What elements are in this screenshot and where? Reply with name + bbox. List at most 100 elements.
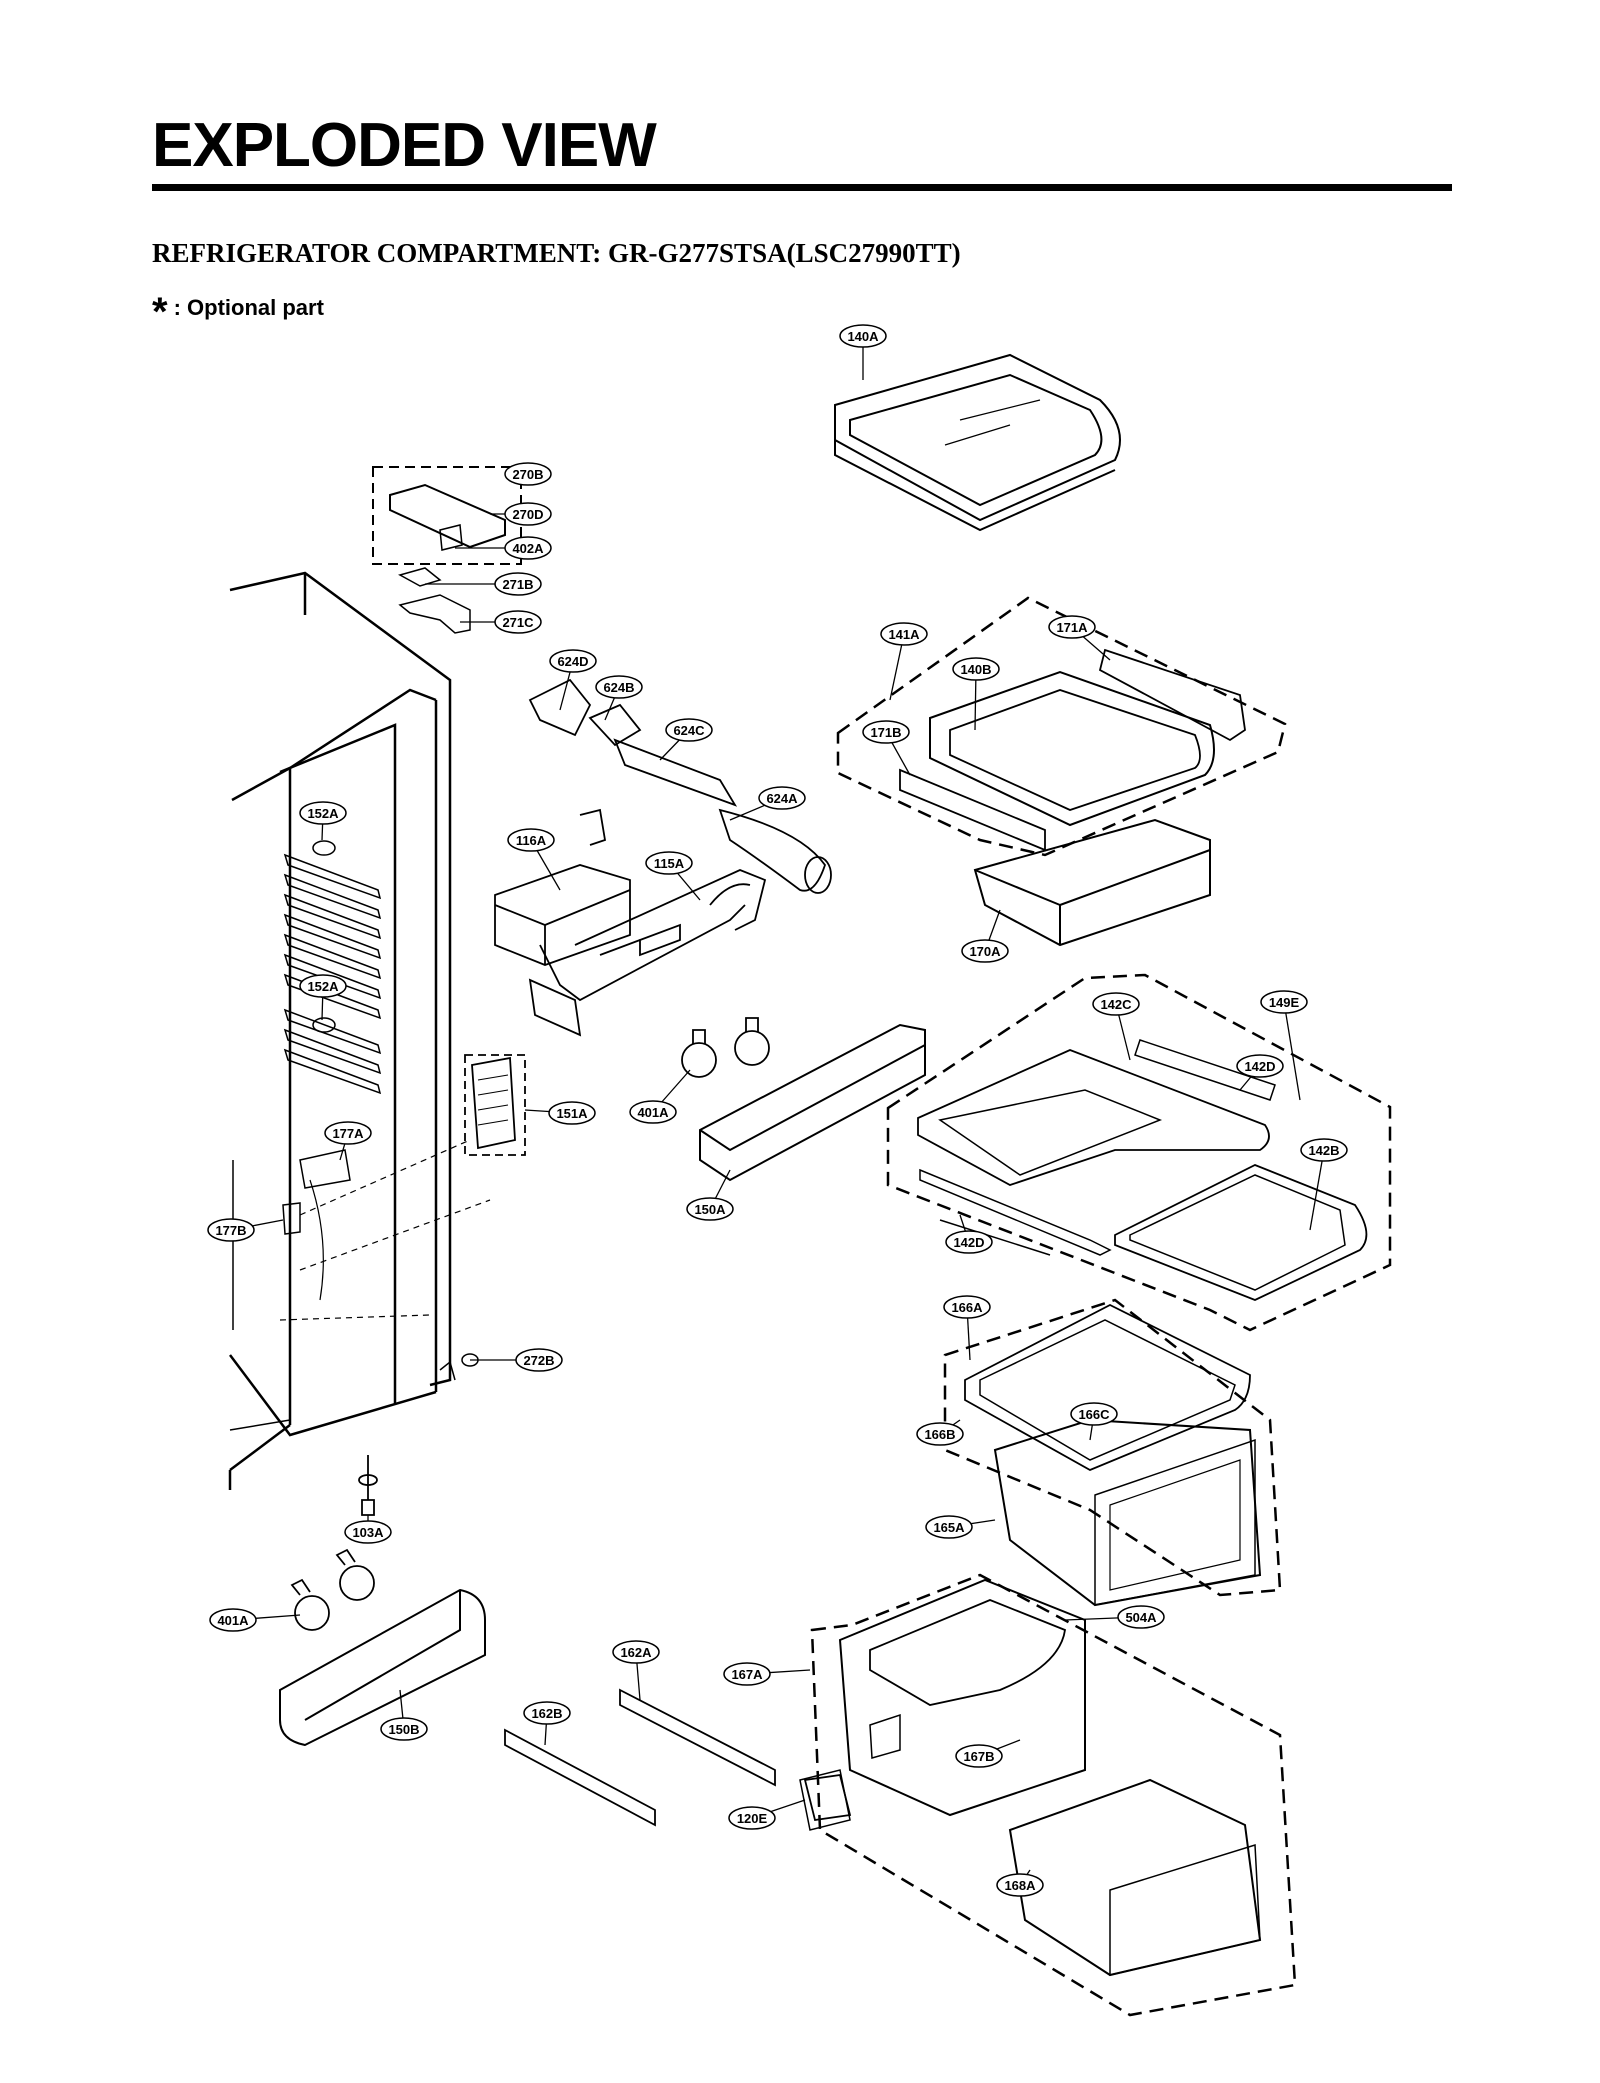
part-label: 170A bbox=[969, 944, 1001, 959]
part-label: 624D bbox=[557, 654, 588, 669]
part-label: 142C bbox=[1100, 997, 1132, 1012]
part-label: 165A bbox=[933, 1520, 965, 1535]
crisper-group-165 bbox=[943, 1298, 1282, 1607]
part-label: 151A bbox=[556, 1106, 588, 1121]
part-label: 142D bbox=[1244, 1059, 1275, 1074]
part-callout-oval bbox=[1300, 1138, 1348, 1162]
part-label: 177B bbox=[215, 1223, 246, 1238]
part-callout-oval bbox=[916, 1422, 964, 1446]
part-label: 168A bbox=[1004, 1878, 1036, 1893]
part-label: 624C bbox=[673, 723, 705, 738]
part-label: 171B bbox=[870, 725, 901, 740]
part-callout-oval bbox=[507, 828, 555, 852]
optional-asterisk: * bbox=[152, 290, 168, 334]
part-labels: 140A270B270D402A271B271C624D624B624C624A… bbox=[207, 324, 1348, 1897]
page-title: EXPLODED VIEW bbox=[152, 111, 657, 180]
part-label: 150A bbox=[694, 1202, 726, 1217]
part-callout-oval bbox=[955, 1744, 1003, 1768]
part-callout-oval bbox=[645, 851, 693, 875]
part-label: 162B bbox=[531, 1706, 562, 1721]
part-label: 162A bbox=[620, 1645, 652, 1660]
part-callout-oval bbox=[629, 1100, 677, 1124]
part-label: 140A bbox=[847, 329, 879, 344]
part-callout-oval bbox=[723, 1662, 771, 1686]
part-callout-oval bbox=[996, 1873, 1044, 1897]
part-callout-oval bbox=[665, 718, 713, 742]
part-callout-oval bbox=[494, 572, 542, 596]
part-callout-oval bbox=[494, 610, 542, 634]
part-callout-oval bbox=[1092, 992, 1140, 1016]
leader-line bbox=[1283, 1001, 1301, 1101]
part-label: 115A bbox=[654, 856, 685, 871]
part-label: 116A bbox=[516, 833, 547, 848]
part-label: 171A bbox=[1056, 620, 1088, 635]
diagram-subtitle: REFRIGERATOR COMPARTMENT: GR-G277STSA(LS… bbox=[152, 238, 961, 268]
light-bulbs-upper bbox=[681, 1017, 770, 1078]
drawer-group-167 bbox=[799, 1573, 1297, 2017]
part-callout-oval bbox=[549, 649, 597, 673]
light-bulbs-lower bbox=[290, 1548, 375, 1631]
part-label: 624B bbox=[603, 680, 634, 695]
part-callout-oval bbox=[945, 1230, 993, 1254]
part-label: 120E bbox=[737, 1811, 768, 1826]
shelf-group-141a bbox=[836, 596, 1287, 947]
part-callout-oval bbox=[209, 1608, 257, 1632]
part-callout-oval bbox=[595, 675, 643, 699]
part-callout-oval bbox=[504, 462, 552, 486]
part-label: 166C bbox=[1078, 1407, 1110, 1422]
part-label: 140B bbox=[960, 662, 991, 677]
part-label: 152A bbox=[307, 979, 339, 994]
part-callout-oval bbox=[862, 720, 910, 744]
part-label: 401A bbox=[637, 1105, 669, 1120]
part-label: 270D bbox=[512, 507, 543, 522]
part-callout-oval bbox=[380, 1717, 428, 1741]
part-label: 152A bbox=[307, 806, 339, 821]
part-callout-oval bbox=[839, 324, 887, 348]
part-callout-oval bbox=[961, 939, 1009, 963]
part-label: 504A bbox=[1125, 1610, 1157, 1625]
part-callout-oval bbox=[207, 1218, 255, 1242]
part-callout-oval bbox=[548, 1101, 596, 1125]
leader-line bbox=[1309, 1149, 1325, 1231]
lamp-cover-150b bbox=[279, 1588, 486, 1747]
grille-120e bbox=[803, 1773, 852, 1822]
rails-162 bbox=[504, 1688, 776, 1827]
control-bracket-group bbox=[494, 808, 767, 1037]
part-label: 271C bbox=[502, 615, 534, 630]
optional-part-note: *: Optional part bbox=[152, 290, 324, 335]
part-callout-oval bbox=[686, 1197, 734, 1221]
part-callout-oval bbox=[299, 801, 347, 825]
part-label: 401A bbox=[217, 1613, 249, 1628]
part-label: 270B bbox=[512, 467, 543, 482]
part-label: 167A bbox=[731, 1667, 763, 1682]
shelf-140a bbox=[834, 353, 1121, 532]
part-callout-oval bbox=[880, 622, 928, 646]
part-callout-oval bbox=[952, 657, 1000, 681]
part-callout-oval bbox=[1260, 990, 1308, 1014]
title-rule bbox=[152, 184, 1452, 191]
refrigerator-cabinet bbox=[228, 571, 491, 1490]
part-callout-oval bbox=[504, 536, 552, 560]
part-label: 166A bbox=[951, 1300, 983, 1315]
part-label: 167B bbox=[963, 1749, 994, 1764]
optional-note-text: : Optional part bbox=[173, 295, 324, 320]
part-callout-oval bbox=[612, 1640, 660, 1664]
part-label: 177A bbox=[332, 1126, 364, 1141]
part-label: 402A bbox=[512, 541, 544, 556]
lamp-cover-group bbox=[528, 678, 832, 894]
part-callout-oval bbox=[1070, 1402, 1118, 1426]
part-callout-oval bbox=[324, 1121, 372, 1145]
part-callout-oval bbox=[1117, 1605, 1165, 1629]
part-callout-oval bbox=[1236, 1054, 1284, 1078]
part-callout-oval bbox=[758, 786, 806, 810]
part-callout-oval bbox=[344, 1520, 392, 1544]
filter-cover bbox=[464, 1054, 526, 1156]
control-box-group bbox=[372, 466, 522, 634]
part-label: 142B bbox=[1308, 1143, 1339, 1158]
screw-103a bbox=[358, 1455, 378, 1516]
part-callout-oval bbox=[299, 974, 347, 998]
part-label: 272B bbox=[523, 1353, 554, 1368]
part-label: 103A bbox=[352, 1525, 384, 1540]
part-callout-oval bbox=[943, 1295, 991, 1319]
